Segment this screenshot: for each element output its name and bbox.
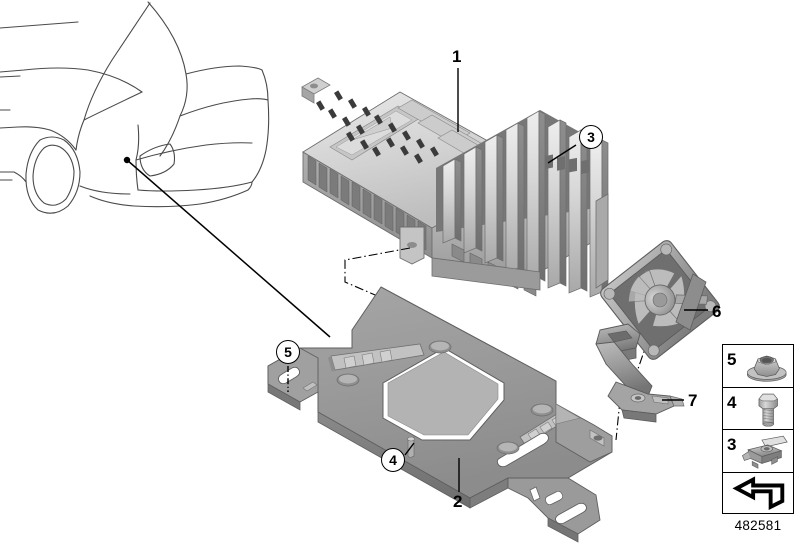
callout-1: 1 (452, 47, 462, 66)
callout-7: 7 (688, 391, 698, 410)
callout-3: 3 (579, 125, 603, 149)
bracket-bottom-foot (507, 477, 601, 543)
callout-2: 2 (453, 492, 463, 511)
legend-number-5: 5 (727, 350, 737, 369)
legend-item-flange-nut: 5 (723, 345, 793, 388)
fan-holder-body (595, 323, 685, 423)
part-number: 482581 (734, 518, 782, 533)
legend-item-hex-bolt: 4 (723, 388, 793, 430)
legend-number-4: 4 (727, 392, 737, 412)
hex-bolt-icon (758, 393, 778, 427)
flange-nut-icon (746, 355, 787, 382)
legend-item-direction-arrow (723, 473, 793, 516)
bracket-right-tab (555, 403, 613, 463)
legend-number-3: 3 (727, 435, 737, 454)
callout-5: 5 (276, 340, 300, 364)
callout-6: 6 (712, 302, 722, 321)
heat-sink-fins (431, 110, 609, 298)
callout-4: 4 (381, 448, 405, 472)
speed-clip-nut-icon (742, 435, 788, 469)
amplifier-mounting-tab (399, 226, 425, 265)
legend-box: 5 4 (722, 344, 794, 514)
direction-arrow-icon (732, 475, 785, 510)
legend-item-clip-nut: 3 (723, 430, 793, 473)
